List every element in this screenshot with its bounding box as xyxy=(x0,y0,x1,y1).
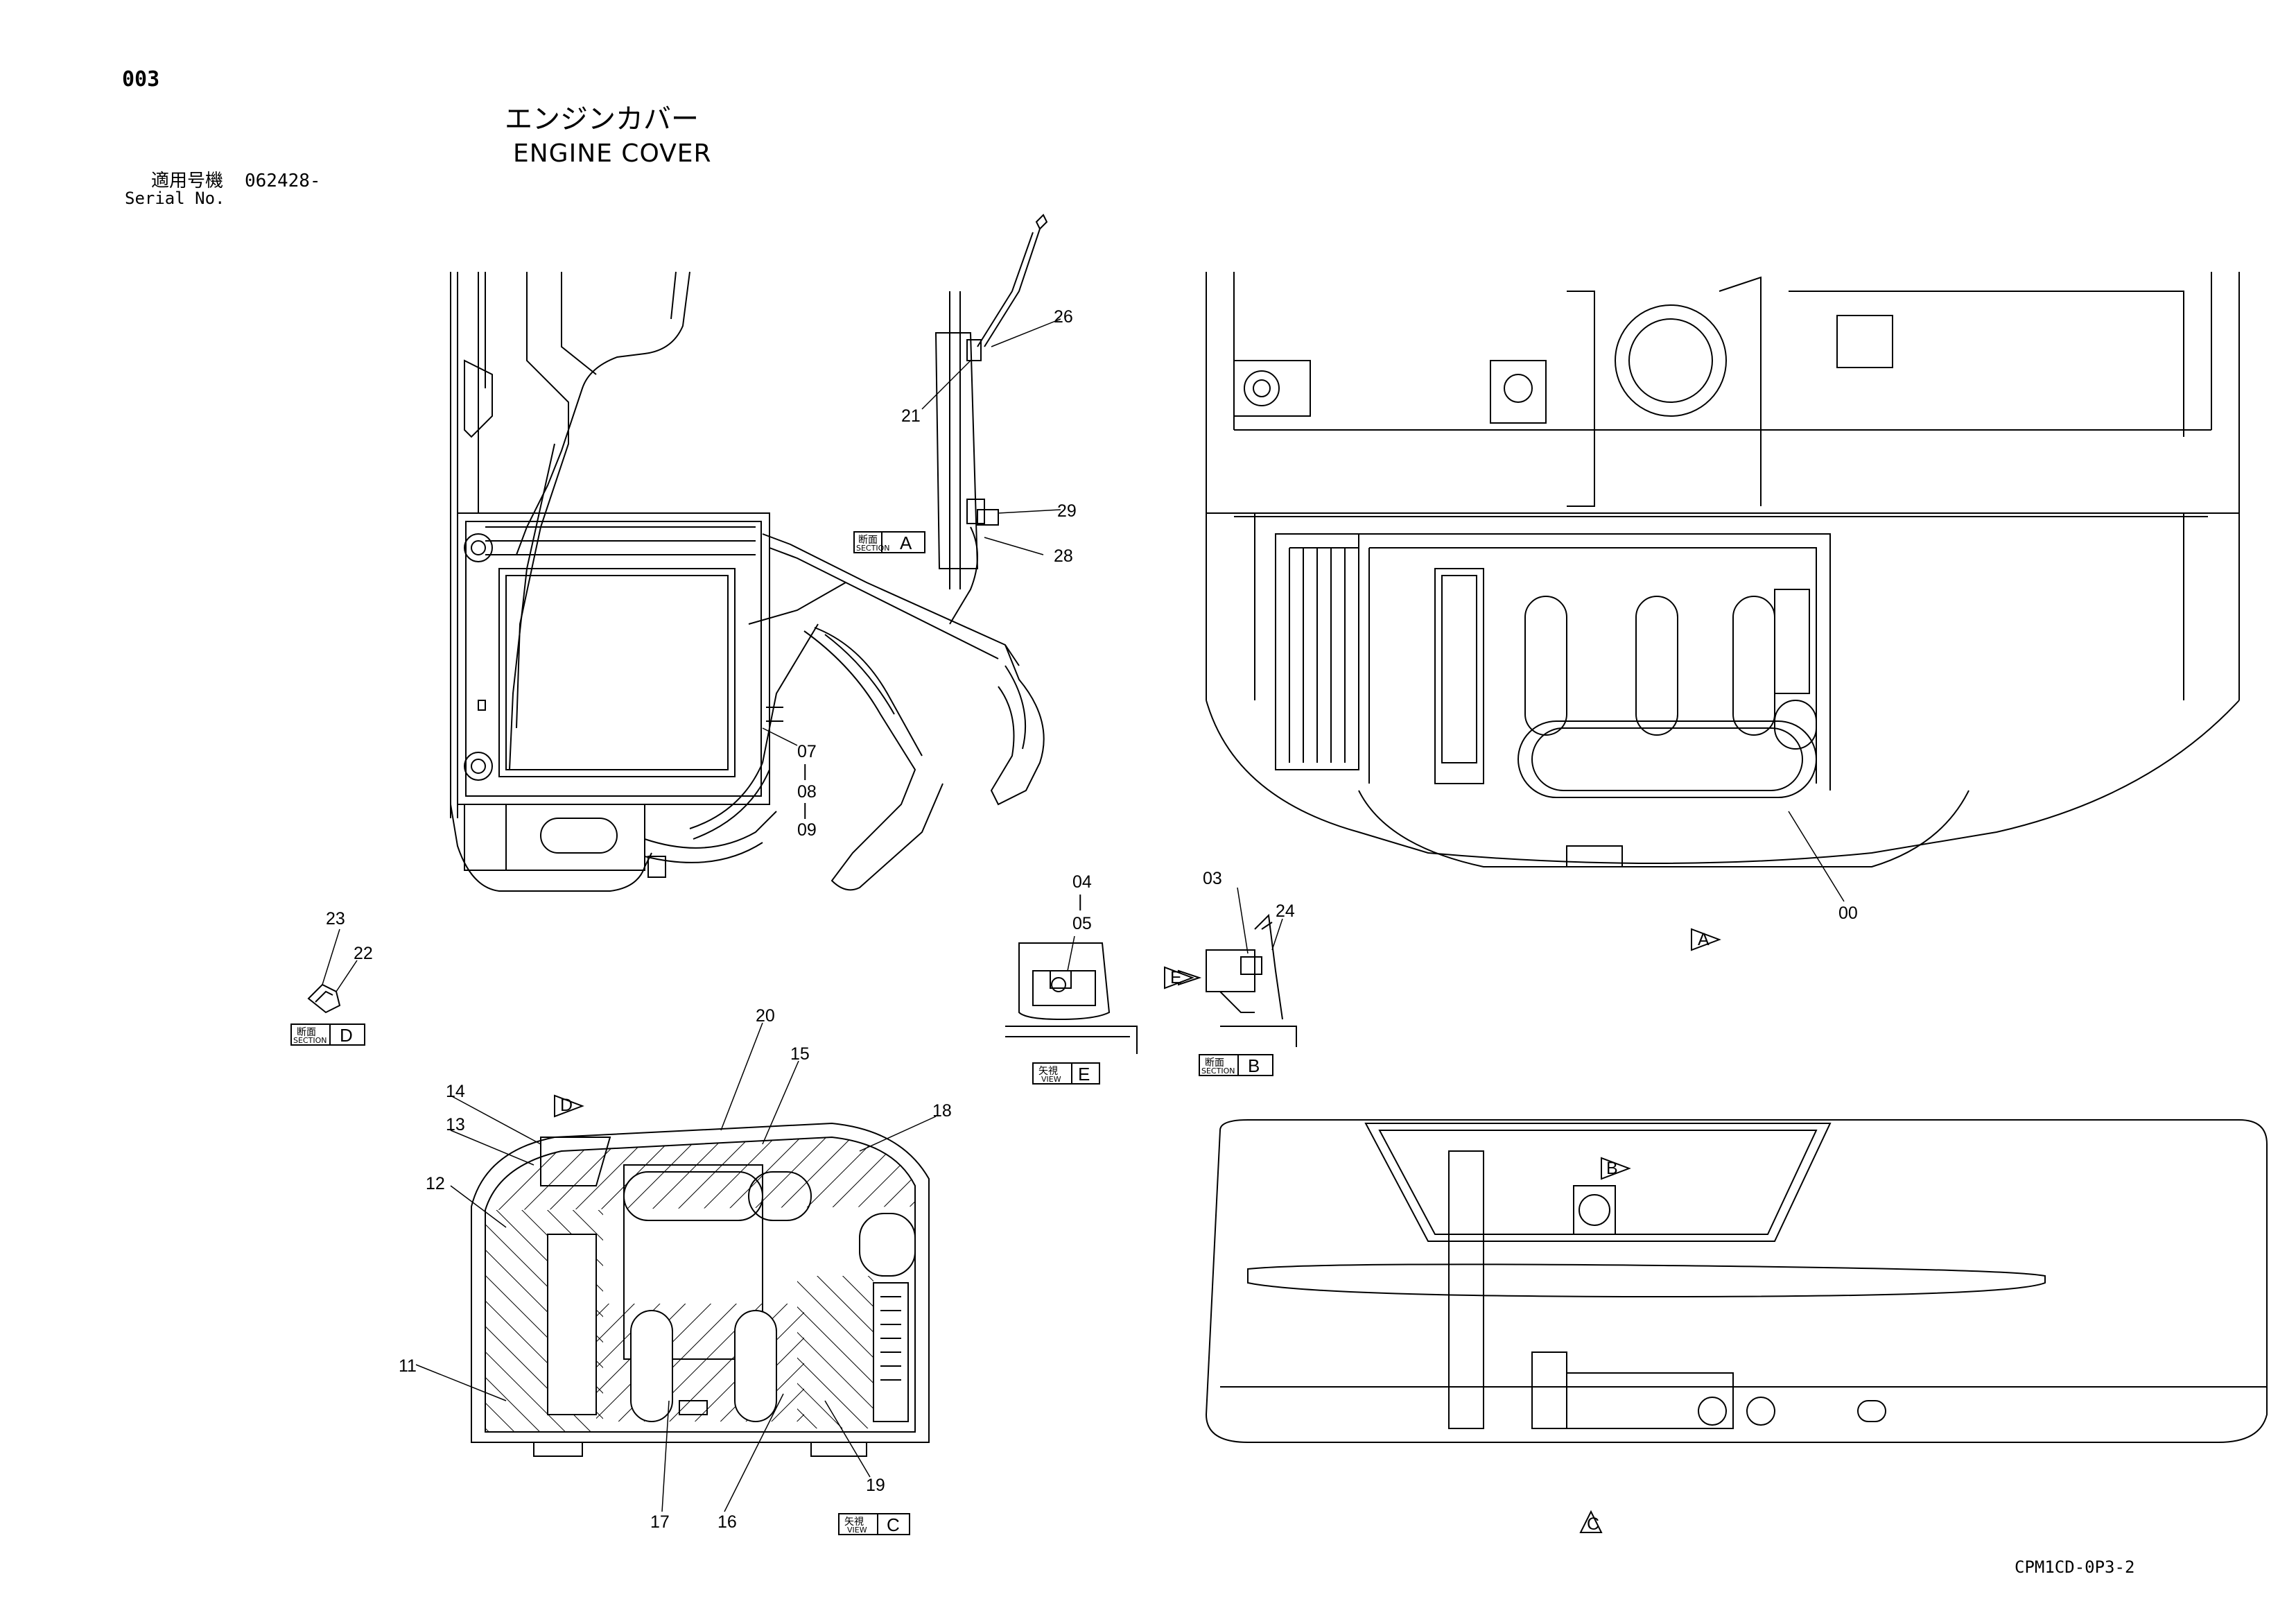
callout-23: 23 xyxy=(326,909,345,928)
view-e-drawing xyxy=(1005,942,1138,1054)
svg-text:|: | xyxy=(803,800,808,820)
view-markers: A B C D E xyxy=(554,928,1721,1534)
svg-text:矢視: 矢視 xyxy=(844,1517,864,1528)
serial-number: 062428- xyxy=(245,171,321,191)
callout-26: 26 xyxy=(1054,307,1073,327)
svg-text:|: | xyxy=(1078,892,1083,911)
callout-05: 05 xyxy=(1072,914,1092,933)
svg-text:SECTION: SECTION xyxy=(1201,1066,1235,1076)
view-marker-a: A xyxy=(1691,928,1721,951)
callout-04: 04 xyxy=(1072,872,1092,892)
svg-text:断面: 断面 xyxy=(858,535,878,546)
svg-text:D: D xyxy=(340,1025,353,1046)
svg-text:|: | xyxy=(803,761,808,781)
callout-28: 28 xyxy=(1054,546,1073,566)
callout-numbers: 00 03 04 | 05 07 | 08 | 09 11 12 13 14 1… xyxy=(326,307,1858,1532)
view-marker-c: C xyxy=(1579,1510,1603,1534)
top-view-drawing xyxy=(1206,272,2240,867)
svg-text:VIEW: VIEW xyxy=(847,1526,867,1535)
callout-22: 22 xyxy=(354,944,373,963)
callout-11: 11 xyxy=(399,1356,417,1376)
view-marker-d: D xyxy=(554,1094,584,1118)
view-e-label: 矢視 VIEW E xyxy=(1032,1062,1100,1085)
view-marker-b: B xyxy=(1601,1157,1631,1180)
svg-text:矢視: 矢視 xyxy=(1038,1066,1058,1077)
callout-08: 08 xyxy=(797,782,817,802)
side-view-drawing xyxy=(450,271,1045,892)
callout-21: 21 xyxy=(901,406,921,426)
svg-text:C: C xyxy=(887,1514,900,1535)
page-code: 003 xyxy=(122,67,160,92)
view-marker-e: E xyxy=(1164,966,1194,990)
callout-18: 18 xyxy=(932,1101,952,1121)
section-d-label: 断面 SECTION D xyxy=(290,1023,365,1046)
serial-label-english: Serial No. xyxy=(125,189,225,208)
svg-text:E: E xyxy=(1078,1064,1090,1085)
section-a-drawing xyxy=(934,214,1048,625)
callout-15: 15 xyxy=(790,1044,810,1064)
svg-text:A: A xyxy=(900,533,912,553)
section-d-drawing xyxy=(307,983,341,1014)
bottom-view-drawing xyxy=(1205,1119,2268,1443)
svg-text:A: A xyxy=(1698,930,1710,949)
callout-12: 12 xyxy=(426,1174,445,1193)
drawing-code: CPM1CD-0P3-2 xyxy=(2015,1557,2135,1577)
callout-24: 24 xyxy=(1276,901,1295,921)
svg-text:C: C xyxy=(1587,1514,1599,1534)
svg-text:断面: 断面 xyxy=(1205,1057,1224,1069)
callout-20: 20 xyxy=(756,1006,775,1026)
section-a-label: 断面 SECTION A xyxy=(853,531,925,553)
svg-text:VIEW: VIEW xyxy=(1041,1075,1061,1084)
serial-label-japanese: 適用号機 xyxy=(151,171,224,191)
svg-text:断面: 断面 xyxy=(297,1027,316,1038)
section-b-drawing xyxy=(1178,913,1297,1047)
callout-00: 00 xyxy=(1838,904,1858,923)
svg-text:B: B xyxy=(1248,1055,1260,1076)
view-c-label: 矢視 VIEW C xyxy=(838,1513,910,1535)
callout-19: 19 xyxy=(866,1476,885,1495)
callout-09: 09 xyxy=(797,820,817,840)
svg-text:E: E xyxy=(1170,968,1182,987)
section-b-label: 断面 SECTION B xyxy=(1199,1054,1273,1076)
svg-text:D: D xyxy=(560,1096,573,1115)
leader-lines xyxy=(322,318,1845,1512)
svg-text:SECTION: SECTION xyxy=(293,1036,327,1045)
callout-03: 03 xyxy=(1203,869,1222,888)
callout-29: 29 xyxy=(1057,501,1077,521)
callout-13: 13 xyxy=(446,1115,465,1134)
callout-17: 17 xyxy=(650,1512,670,1532)
callout-16: 16 xyxy=(718,1512,737,1532)
title-japanese: エンジンカバー xyxy=(505,103,699,135)
title-english: ENGINE COVER xyxy=(513,139,712,168)
svg-text:SECTION: SECTION xyxy=(856,544,889,553)
svg-text:B: B xyxy=(1606,1159,1618,1178)
callout-14: 14 xyxy=(446,1082,465,1101)
callout-07: 07 xyxy=(797,742,817,761)
